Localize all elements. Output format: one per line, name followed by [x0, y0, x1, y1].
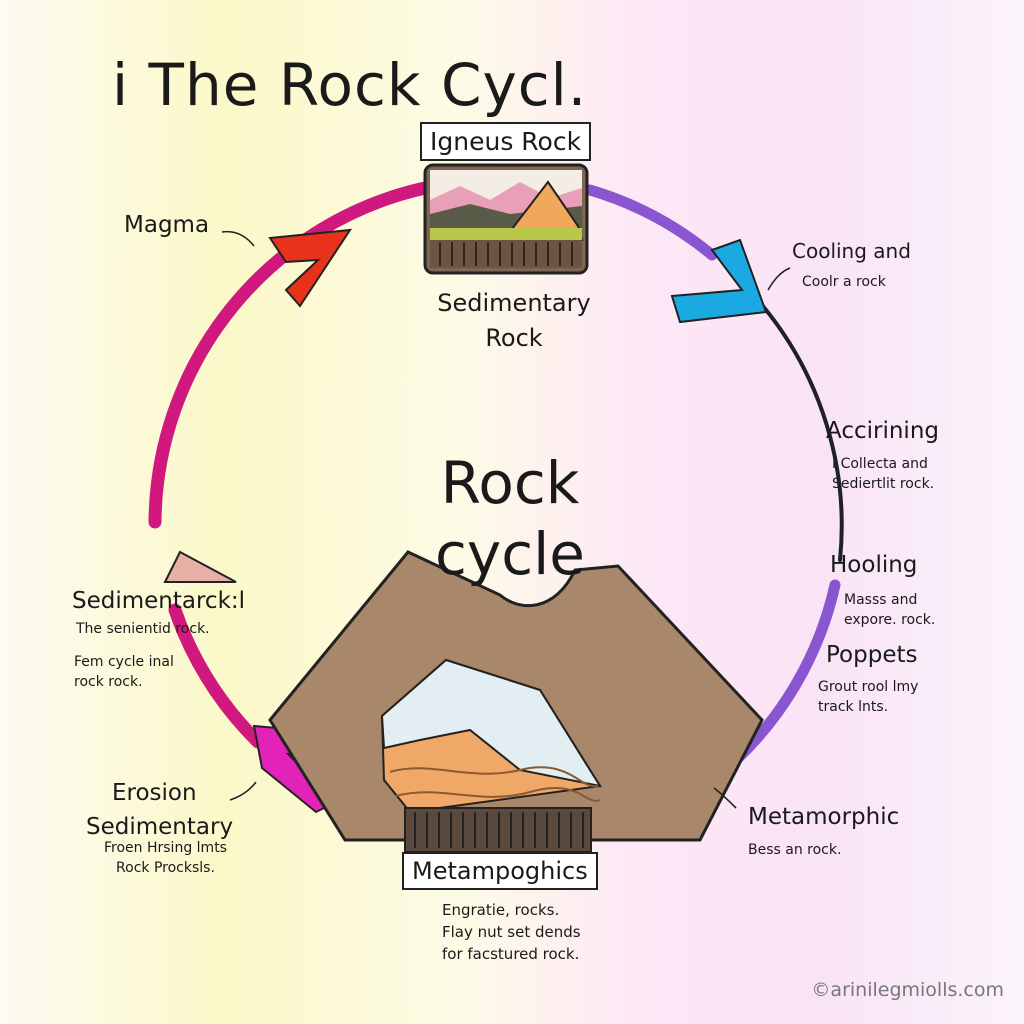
- ring-segment-purple-top-right: [584, 184, 718, 261]
- label-erosion-sub1: Froen Hrsing lmts: [104, 840, 227, 856]
- igneus-rock-illustration: [423, 163, 589, 275]
- pointer-metamorphic: [713, 787, 737, 809]
- label-metamorphic-sub: Bess an rock.: [748, 842, 842, 858]
- metampoghics-box: Metampoghics: [402, 852, 598, 890]
- label-poppets-title: Poppets: [826, 642, 918, 668]
- label-erosion-title: Erosion: [112, 780, 197, 806]
- label-poppets-sub2: track lnts.: [818, 699, 889, 716]
- label-erosion-sub2: Rock Procksls.: [116, 860, 215, 877]
- label-fem-line2: rock rock.: [74, 674, 143, 691]
- label-magma: Magma: [124, 212, 210, 238]
- label-sedimentary-left-title: Sedimentarck:l: [72, 588, 246, 614]
- ring-segment-magenta-left: [168, 603, 265, 749]
- label-sedimentary-line1: Sedimentary: [437, 289, 591, 317]
- metamorphic-rock-illustration: [380, 658, 603, 853]
- bottom-note-line2: Flay nut set dends: [442, 922, 581, 941]
- igneus-rock-box: Igneus Rock: [420, 122, 592, 161]
- center-title: Rock cycle: [380, 448, 640, 590]
- label-erosion-sedimentary: Sedimentary: [86, 814, 234, 840]
- label-hooling-sub: Masss and expore. rock.: [844, 590, 935, 631]
- center-title-line2: cycle: [435, 519, 585, 588]
- label-poppets-sub1: Grout rool lmy: [818, 679, 919, 695]
- label-cooling-title: Cooling and: [792, 239, 911, 263]
- ring-segment-dark-right: [760, 303, 844, 562]
- label-cooling-sub: Coolr a rock: [802, 274, 886, 290]
- label-accirining-title: Accirining: [826, 418, 940, 444]
- label-sedimentary-rock-top: Sedimentary Rock: [430, 286, 598, 356]
- arrow-cyan-icon: [670, 238, 768, 324]
- pointer-magma: [221, 230, 255, 247]
- label-accirining-sub: I Collecta and Sediertlit rock.: [832, 454, 934, 495]
- page-title: i The Rock Cycl.: [112, 51, 588, 119]
- label-sedimentary-left-sub: The senientid rock.: [76, 621, 210, 637]
- label-erosion-sub: Froen Hrsing lmts Rock Procksls.: [104, 838, 227, 879]
- label-fem-line1: Fem cycle inal: [74, 654, 174, 670]
- label-fem-cycle: Fem cycle inal rock rock.: [74, 652, 174, 693]
- label-hooling-title: Hooling: [830, 552, 918, 578]
- label-poppets-sub: Grout rool lmy track lnts.: [818, 677, 918, 718]
- label-hooling-sub2: expore. rock.: [844, 612, 936, 629]
- label-metamorphic-title: Metamorphic: [748, 804, 900, 830]
- watermark: ©arinilegmiolls.com: [811, 979, 1004, 1002]
- label-sedimentary-line2: Rock: [485, 323, 543, 352]
- arrow-red-icon: [268, 228, 352, 308]
- label-accirining-sub2: Sediertlit rock.: [832, 476, 935, 493]
- label-accirining-sub1: I Collecta and: [832, 456, 928, 472]
- pointer-cooling: [767, 267, 791, 291]
- pointer-erosion: [229, 781, 257, 801]
- ring-segment-magenta-top-left: [148, 181, 432, 529]
- rock-fragment-icon: [163, 550, 237, 583]
- bottom-note: Engratie, rocks. Flay nut set dends for …: [442, 900, 581, 965]
- bottom-note-line3: for facstured rock.: [442, 944, 580, 963]
- center-title-line1: Rock: [440, 449, 580, 517]
- label-hooling-sub1: Masss and: [844, 592, 918, 608]
- bottom-note-line1: Engratie, rocks.: [442, 901, 560, 919]
